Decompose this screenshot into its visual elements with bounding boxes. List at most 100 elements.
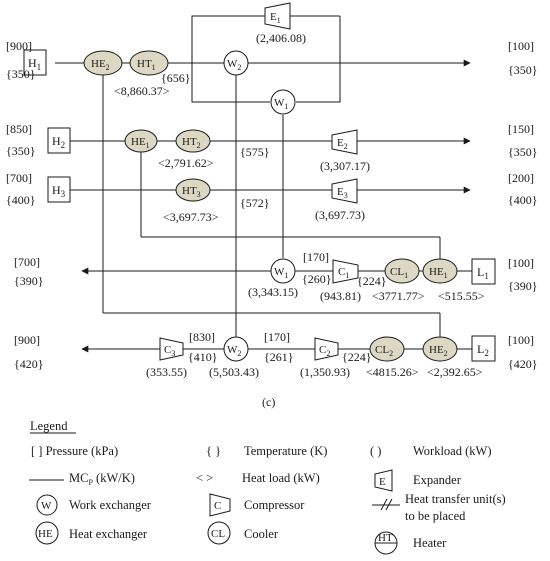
stream-l2-label: L2	[477, 342, 489, 358]
legend-work-symbol: ( )	[370, 444, 381, 458]
legend-expander-icon	[374, 469, 393, 492]
he2-l2	[422, 336, 458, 362]
cl1-label: CL1	[390, 266, 408, 280]
legend-heater-symbol: HT	[378, 532, 393, 544]
heater-box-h1	[23, 49, 47, 76]
stream-l1-label: L1	[477, 265, 489, 281]
cl2-label: CL2	[375, 344, 393, 358]
c3-work: (353.55)	[146, 365, 187, 379]
expander-e1	[264, 2, 291, 30]
stream-h1-label: H1	[28, 56, 41, 72]
ht2	[175, 129, 211, 153]
e3-work: (3,697.73)	[315, 208, 365, 222]
heater-box-h3	[47, 176, 71, 203]
ht1	[129, 50, 169, 76]
loop-line-bottom	[191, 63, 270, 103]
legend-temperature: Temperature (K)	[244, 444, 327, 458]
legend-heat-exchanger-icon	[35, 521, 59, 545]
w1-top	[270, 89, 296, 115]
w1-l1	[270, 258, 296, 284]
expander-e3	[331, 178, 358, 204]
cl2-load: <4815.26>	[366, 365, 419, 379]
legend-work-exchanger-symbol: W	[41, 500, 52, 512]
ht3-temp: {572}	[240, 196, 270, 210]
c2-label: C2	[319, 344, 330, 358]
legend-htu-line2: to be placed	[405, 509, 466, 523]
l1-pressure: [100]	[508, 256, 534, 270]
compressor-c3	[159, 337, 184, 361]
he1-h2	[124, 129, 158, 153]
cl1-load: <3771.77>	[372, 289, 425, 303]
stream-h3-label: H3	[52, 183, 66, 199]
h1-temperature: {350}	[6, 67, 36, 81]
w1-l1-temp: {260}	[302, 272, 332, 286]
l2-out-temperature: {420}	[14, 357, 44, 371]
legend-expander: Expander	[413, 473, 462, 487]
h2-temperature: {350}	[6, 144, 36, 158]
he1-h2-label: HE1	[131, 136, 150, 150]
legend-workload: Workload (kW)	[413, 444, 491, 458]
w2-l2	[223, 336, 249, 362]
w2-top	[223, 50, 249, 76]
compressor-c1	[332, 259, 359, 284]
w2-top-label: W2	[227, 58, 241, 72]
cl1	[384, 258, 420, 284]
legend-cooler: Cooler	[244, 527, 279, 541]
w1-l1-pressure: [170]	[303, 250, 329, 264]
legend-compressor-icon	[209, 493, 231, 517]
h1-out-pressure: [100]	[508, 39, 534, 53]
ht1-load: <8,860.37>	[114, 84, 170, 98]
legend-heat-symbol: < >	[196, 471, 213, 485]
w1-l1-label: W1	[274, 266, 288, 280]
legend-cooler-icon	[207, 521, 231, 545]
legend-title: Legend	[30, 419, 68, 433]
w2-l2-label: W2	[227, 344, 241, 358]
cl2	[369, 336, 405, 362]
ht2-label: HT2	[182, 136, 201, 150]
legend-pressure: [ ] Pressure (kPa)	[31, 444, 118, 458]
e2-label: E2	[337, 137, 348, 151]
h2-pressure: [850]	[6, 122, 32, 136]
h3-temperature: {400}	[6, 193, 36, 207]
heater-box-h2	[47, 127, 71, 154]
load-box-l2	[471, 335, 496, 362]
ht2-load: <2,791.62>	[158, 156, 214, 170]
legend-heat-exchanger: Heat exchanger	[69, 527, 148, 541]
he2-top	[83, 50, 123, 76]
c1-temp: {224}	[357, 274, 387, 288]
w1-l1-work: (3,343.15)	[248, 285, 298, 299]
c2-temp: {224}	[342, 350, 372, 364]
h2-out-pressure: [150]	[508, 122, 534, 136]
he1-l1	[422, 258, 458, 284]
compressor-c2	[314, 337, 339, 361]
h1-pressure: [900]	[6, 39, 32, 53]
w2-l2-temp: {261}	[264, 350, 294, 364]
he2-l2-label: HE2	[429, 344, 448, 358]
legend-htu-slash-1	[380, 498, 388, 511]
he2-l2-load: <2,392.65>	[427, 365, 483, 379]
c1-work: (943.81)	[320, 289, 361, 303]
h3-out-temperature: {400}	[508, 193, 538, 207]
stream-h2-label: H2	[52, 134, 65, 150]
loop-line	[191, 15, 265, 63]
legend-work-exchanger: Work exchanger	[69, 498, 152, 512]
legend-expander-symbol: E	[379, 476, 386, 488]
l1-out-pressure: [700]	[14, 255, 40, 269]
c3-pressure: [830]	[189, 330, 215, 344]
w2-l2-work: (5,503.43)	[209, 365, 259, 379]
c3-temp: {410}	[188, 350, 218, 364]
legend-htu-line1: Heat transfer unit(s)	[405, 492, 506, 506]
load-box-l1	[471, 258, 496, 285]
l2-temperature: {420}	[508, 357, 538, 371]
legend-temp-symbol: { }	[206, 444, 221, 458]
h1-out-temperature: {350}	[508, 63, 538, 77]
ht1-temp: {656}	[161, 71, 191, 85]
legend-mcp: MCP (kW/K)	[69, 471, 135, 487]
w2-l2-pressure: [170]	[264, 330, 290, 344]
legend-htu-slash-2	[385, 498, 393, 511]
loop-line-right	[296, 16, 341, 103]
he2-top-label: HE2	[91, 58, 110, 72]
legend-compressor-symbol: C	[214, 500, 221, 512]
figure-caption: (c)	[262, 395, 275, 409]
